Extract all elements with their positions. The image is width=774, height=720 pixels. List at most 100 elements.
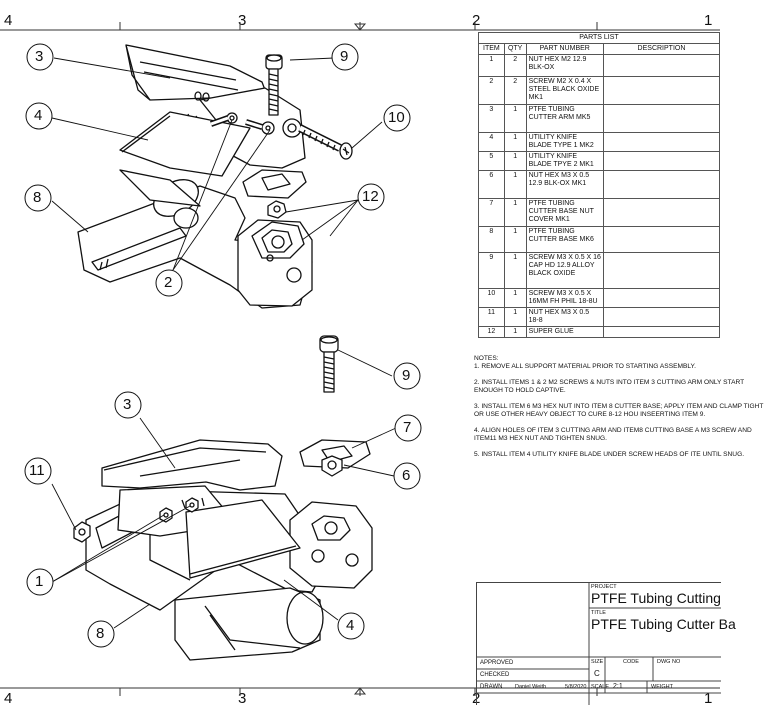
zone-label-top-1: 1 [704, 12, 713, 29]
item-cell: 6 [478, 170, 505, 199]
code-label: CODE [623, 659, 639, 665]
scale-label: SCALE [591, 684, 610, 690]
qty-cell: 2 [503, 76, 527, 105]
column-header-item: ITEM [478, 43, 505, 55]
assembly-drawing [0, 22, 720, 696]
leaders-bottom [51, 349, 397, 629]
callout-10-top: 10 [388, 109, 405, 126]
zone-label-top-3: 3 [238, 12, 247, 29]
callout-3-top: 3 [35, 48, 44, 65]
callout-8-bottom: 8 [96, 625, 105, 642]
item-cell: 12 [478, 326, 505, 338]
item-cell: 5 [478, 151, 505, 171]
callout-7-bottom: 7 [403, 419, 412, 436]
description-cell [602, 151, 721, 171]
drawn-date: 5/8/2020 [565, 684, 587, 690]
description-cell [602, 307, 721, 327]
part-number-cell: PTFE TUBING CUTTER BASE MK6 [525, 226, 604, 253]
description-cell [602, 326, 721, 338]
checked-label: CHECKED [480, 672, 510, 678]
callout-2-top: 2 [164, 274, 173, 291]
item-cell: 10 [478, 288, 505, 308]
column-header-qty: QTY [503, 43, 527, 55]
callout-8-top: 8 [33, 189, 42, 206]
bottom-exploded-view [73, 335, 373, 661]
zone-label-bottom-3: 3 [238, 690, 247, 707]
part-number-cell: NUT HEX M3 X 0.5 18-8 [525, 307, 604, 327]
title-block: PROJECT PTFE Tubing Cutting TITLE PTFE T… [476, 582, 736, 705]
description-cell [602, 104, 721, 133]
title-label: TITLE [591, 610, 606, 616]
note-item: 1. REMOVE ALL SUPPORT MATERIAL PRIOR TO … [474, 363, 696, 370]
part-number-cell: NUT HEX M2 12.9 BLK-OX [525, 54, 604, 77]
qty-cell: 1 [503, 288, 527, 308]
dwg-no-label: DWG NO [657, 659, 681, 665]
qty-cell: 1 [503, 326, 527, 338]
callout-circles [24, 43, 422, 648]
note-item: 3. INSTALL ITEM 6 M3 HEX NUT INTO ITEM 8… [474, 403, 764, 418]
zone-label-top-2: 2 [472, 12, 481, 29]
qty-cell: 1 [503, 252, 527, 289]
item-cell: 1 [478, 54, 505, 77]
qty-cell: 1 [503, 132, 527, 152]
qty-cell: 1 [503, 170, 527, 199]
callout-12-top: 12 [362, 188, 379, 205]
notes-heading: NOTES: [474, 355, 499, 362]
part-number-cell: NUT HEX M3 X 0.5 12.9 BLK-OX MK1 [525, 170, 604, 199]
title-block-grid [477, 583, 721, 705]
drawn-label: DRAWN [480, 684, 503, 690]
description-cell [602, 226, 721, 253]
description-cell [602, 76, 721, 105]
callout-11-bottom: 11 [29, 462, 45, 479]
note-item: 2. INSTALL ITEMS 1 & 2 M2 SCREWS & NUTS … [474, 379, 745, 394]
drawn-by: Daniel Weith [515, 684, 547, 690]
size-label: SIZE [591, 659, 604, 665]
part-number-cell: SUPER GLUE [525, 326, 604, 338]
item-cell: 9 [478, 252, 505, 289]
qty-cell: 1 [503, 104, 527, 133]
item-cell: 2 [478, 76, 505, 105]
callout-6-bottom: 6 [402, 467, 411, 484]
callout-4-top: 4 [34, 107, 43, 124]
callout-1-bottom: 1 [35, 573, 44, 590]
part-number-cell: SCREW M3 X 0.5 X 16MM FH PHIL 18-8U [525, 288, 604, 308]
item-cell: 7 [478, 198, 505, 227]
assembly-notes: NOTES: 1. REMOVE ALL SUPPORT MATERIAL PR… [474, 355, 763, 467]
weight-label: WEIGHT [651, 684, 673, 690]
item-cell: 3 [478, 104, 505, 133]
description-cell [602, 54, 721, 77]
qty-cell: 1 [503, 151, 527, 171]
drawing-sheet: 4 3 2 1 4 3 2 1 [0, 12, 763, 707]
qty-cell: 2 [503, 54, 527, 77]
column-header-part-number: PART NUMBER [525, 43, 604, 55]
zone-label-bottom-1: 1 [704, 690, 713, 707]
scale-value: 2:1 [613, 683, 623, 690]
qty-cell: 1 [503, 307, 527, 327]
note-item: 5. INSTALL ITEM 4 UTILITY KNIFE BLADE UN… [474, 451, 745, 458]
description-cell [602, 198, 721, 227]
qty-cell: 1 [503, 198, 527, 227]
leaders-top [51, 57, 383, 271]
drawing-title: PTFE Tubing Cutter Ba [591, 616, 736, 632]
description-cell [602, 288, 721, 308]
part-number-cell: PTFE TUBING CUTTER BASE NUT COVER MK1 [525, 198, 604, 227]
parts-list-table: PARTS LIST ITEM QTY PART NUMBER DESCRIPT… [478, 32, 721, 338]
column-header-description: DESCRIPTION [602, 43, 721, 55]
qty-cell: 1 [503, 226, 527, 253]
callout-9-top: 9 [340, 48, 349, 65]
part-number-cell: PTFE TUBING CUTTER ARM MK5 [525, 104, 604, 133]
part-number-cell: UTILITY KNIFE BLADE TYPE 1 MK2 [525, 132, 604, 152]
part-number-cell: SCREW M3 X 0.5 X 16 CAP HD 12.9 ALLOY BL… [525, 252, 604, 289]
approved-label: APPROVED [480, 660, 514, 666]
